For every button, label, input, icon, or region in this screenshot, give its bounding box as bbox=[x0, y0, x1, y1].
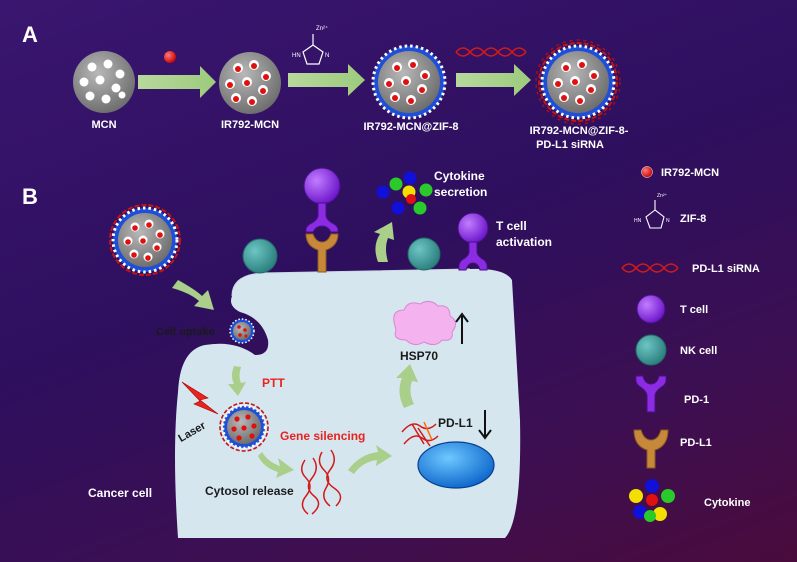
legend-tcell-label: T cell bbox=[680, 304, 708, 316]
zif8-structure-icon: Zn²⁺ HN N bbox=[292, 25, 329, 65]
legend-tcell-icon bbox=[636, 294, 666, 324]
panel-b-label: B bbox=[22, 184, 38, 209]
arrow-a3 bbox=[456, 64, 531, 96]
legend-ir792-icon bbox=[641, 166, 653, 178]
cytosol-release-label: Cytosol release bbox=[205, 484, 294, 498]
step-sirna-label-line1: IR792-MCN@ZIF-8- bbox=[530, 125, 629, 137]
legend-pd1-icon bbox=[635, 375, 667, 413]
legend-sirna-label: PD-L1 siRNA bbox=[692, 263, 760, 275]
legend-cytokine-label: Cytokine bbox=[704, 497, 750, 509]
cancer-cell-label: Cancer cell bbox=[88, 486, 152, 500]
legend-pdl1-icon bbox=[633, 429, 669, 469]
mcn-particle bbox=[73, 51, 135, 113]
panel-a-label: A bbox=[22, 22, 38, 47]
svg-text:Zn²⁺: Zn²⁺ bbox=[316, 25, 328, 32]
sirna-icon-a bbox=[455, 47, 527, 57]
nk-cell-membrane-1 bbox=[242, 238, 278, 274]
pdl1-down-arrow-icon bbox=[478, 410, 492, 440]
step-ir792-mcn-label: IR792-MCN bbox=[221, 119, 279, 131]
ir792-mcn-particle bbox=[219, 52, 281, 114]
arrow-down-ptt bbox=[228, 366, 246, 396]
legend-pdl1-label: PD-L1 bbox=[680, 437, 712, 449]
legend-sirna-icon bbox=[621, 263, 679, 273]
arrow-to-cytokine bbox=[374, 222, 394, 262]
legend-cytokine-icon bbox=[629, 479, 675, 522]
cytokine-cluster-top bbox=[376, 171, 433, 215]
tcell-activation-label-1: T cell bbox=[496, 219, 527, 233]
laser-bolt-icon bbox=[181, 381, 219, 415]
ir792-mcn-zif8-sirna-particle bbox=[535, 39, 621, 125]
arrow-cytosol bbox=[258, 452, 294, 478]
released-sirna-icon bbox=[301, 449, 342, 515]
tcell-pd1-pdl1-complex bbox=[303, 167, 341, 273]
arrow-uptake bbox=[172, 280, 214, 310]
arrow-a1 bbox=[138, 66, 216, 98]
pdl1-inner-label: PD-L1 bbox=[438, 416, 473, 430]
arrow-a2 bbox=[288, 64, 365, 96]
step-sirna-label-line2: PD-L1 siRNA bbox=[536, 139, 604, 151]
hsp70-label: HSP70 bbox=[400, 349, 438, 363]
legend-pd1-label: PD-1 bbox=[684, 394, 709, 406]
svg-text:N: N bbox=[666, 218, 670, 224]
svg-text:Zn²⁺: Zn²⁺ bbox=[657, 193, 668, 199]
legend-nkcell-icon bbox=[635, 334, 667, 366]
ir792-mcn-zif8-particle bbox=[371, 44, 447, 120]
tcell-activation-label-2: activation bbox=[496, 235, 552, 249]
nk-cell-membrane-2 bbox=[407, 237, 441, 271]
hsp70-up-arrow-icon bbox=[455, 312, 469, 344]
legend-ir792-label: IR792-MCN bbox=[661, 167, 719, 179]
svg-text:N: N bbox=[325, 53, 329, 59]
step-mcn-label: MCN bbox=[91, 119, 116, 131]
mrna-sirna-complex-icon bbox=[401, 421, 439, 447]
tcell-activated bbox=[457, 212, 489, 271]
legend-nkcell-label: NK cell bbox=[680, 345, 717, 357]
ir792-dot-icon bbox=[164, 51, 176, 63]
legend-zif8-icon: Zn²⁺ HN N bbox=[634, 193, 670, 229]
cytokine-secretion-label-1: Cytokine bbox=[434, 169, 485, 183]
cell-uptake-label: Cell uptake bbox=[156, 326, 215, 338]
svg-text:HN: HN bbox=[634, 218, 642, 224]
nanoparticle-cytosol bbox=[219, 402, 269, 452]
ptt-label: PTT bbox=[262, 376, 285, 390]
gene-silencing-label: Gene silencing bbox=[280, 429, 365, 443]
nanoparticle-uptake bbox=[229, 318, 255, 344]
arrow-to-mrna bbox=[348, 445, 392, 474]
legend-zif8-label: ZIF-8 bbox=[680, 213, 706, 225]
arrow-to-hsp70 bbox=[396, 364, 418, 408]
cytokine-secretion-label-2: secretion bbox=[434, 185, 487, 199]
svg-text:HN: HN bbox=[292, 53, 301, 59]
step-zif8-label: IR792-MCN@ZIF-8 bbox=[363, 121, 458, 133]
pdl1-expression-oval bbox=[417, 441, 495, 489]
hsp70-cloud-icon bbox=[393, 300, 456, 346]
nanoparticle-incoming bbox=[109, 204, 181, 276]
